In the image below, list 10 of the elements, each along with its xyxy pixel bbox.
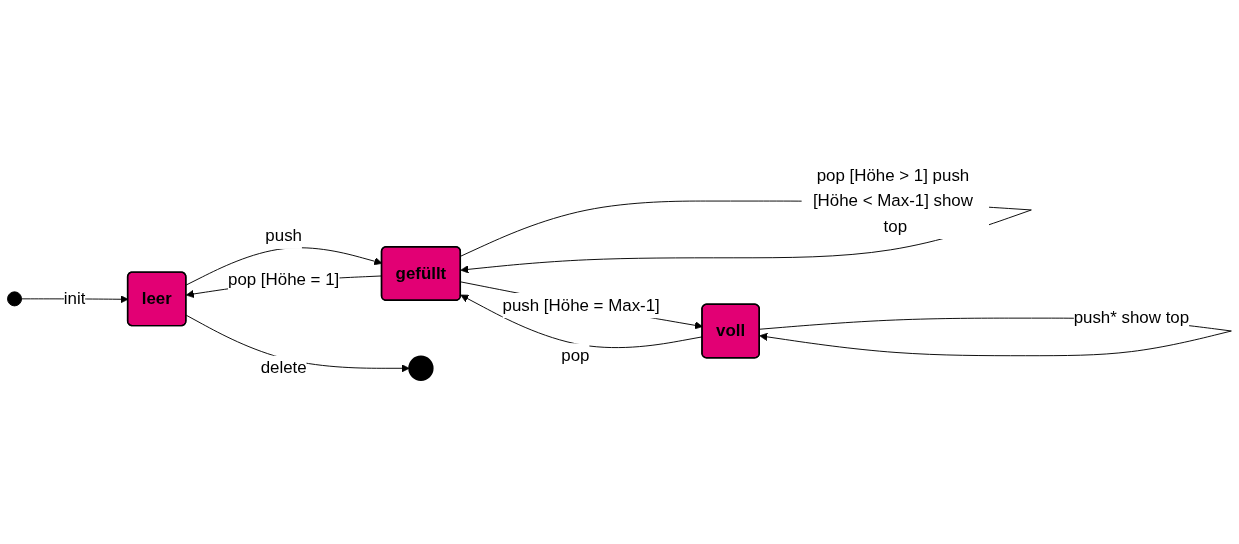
edge-label: init [63,289,86,308]
edge-label: pop [561,346,590,365]
edge-label: delete [260,358,307,378]
edge-label: push [265,226,302,246]
edge-label: pop [Höhe > 1] push [Höhe < Max-1] show top [812,165,973,236]
node-circle [408,355,434,381]
edge-label: pop [Höhe = 1] [227,270,340,290]
edge-label: push* show top [1073,308,1190,328]
node-circle [7,291,23,307]
edge-label: push [Höhe = Max-1] [502,295,660,315]
